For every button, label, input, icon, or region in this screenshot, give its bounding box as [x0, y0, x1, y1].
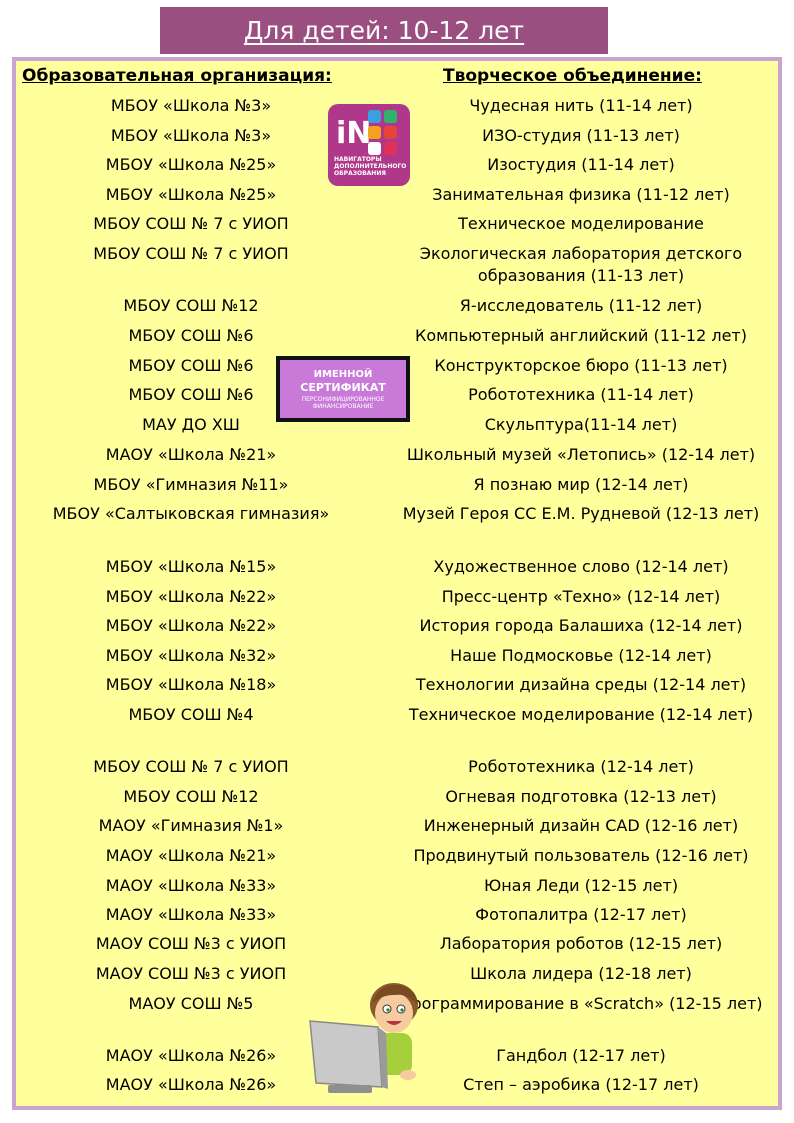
certificate-line2: СЕРТИФИКАТ: [300, 380, 386, 394]
club-name: Юная Леди (12-15 лет): [483, 876, 679, 895]
club-name: Гандбол (12-17 лет): [496, 1046, 666, 1065]
org-name: МБОУ «Школа №25»: [105, 155, 277, 174]
org-name: МБОУ СОШ № 7 с УИОП: [93, 757, 289, 776]
org-name: МАОУ «Школа №21»: [105, 445, 277, 464]
org-name: МАОУ «Школа №33»: [105, 876, 277, 895]
club-name: Пресс-центр «Техно» (12-14 лет): [441, 587, 721, 606]
mouth-shape: [386, 1021, 402, 1025]
club-name: Компьютерный английский (11-12 лет): [415, 326, 747, 345]
club-name: Скульптура(11-14 лет): [484, 415, 678, 434]
org-name: МБОУ СОШ №12: [123, 296, 259, 315]
club-name: Школьный музей «Летопись» (12-14 лет): [406, 445, 756, 464]
right-pupil: [400, 1008, 404, 1012]
org-name: МБОУ «Школа №25»: [105, 185, 277, 204]
org-name: МАОУ «Гимназия №1»: [98, 816, 284, 835]
club-name: ИЗО-студия (11-13 лет): [482, 126, 680, 145]
org-name: МБОУ СОШ №4: [128, 705, 254, 724]
org-name: МБОУ «Школа №3»: [110, 96, 272, 115]
club-name: Изостудия (11-14 лет): [487, 155, 675, 174]
logo-tile-icon: [384, 142, 397, 155]
club-name: Наше Подмосковье (12-14 лет): [450, 646, 712, 665]
club-name: Продвинутый пользователь (12-16 лет): [413, 846, 749, 865]
certificate-line3: ПЕРСОНИФИЦИРОВАННОЕ ФИНАНСИРОВАНИЕ: [301, 395, 385, 410]
logo-tile-icon: [368, 142, 381, 155]
page-title: Для детей: 10-12 лет: [243, 16, 525, 45]
club-name: Фотопалитра (12-17 лет): [475, 905, 687, 924]
org-name: МБОУ «Гимназия №11»: [93, 475, 289, 494]
content-panel: [12, 57, 782, 1110]
org-name: МАОУ СОШ №3 с УИОП: [95, 964, 287, 983]
org-name: МБОУ «Школа №3»: [110, 126, 272, 145]
org-name: МАУ ДО ХШ: [142, 415, 240, 434]
certificate-line1: ИМЕННОЙ: [313, 368, 373, 380]
org-name: МБОУ СОШ №6: [128, 326, 254, 345]
left-pupil: [386, 1008, 390, 1012]
org-name: МБОУ «Школа №18»: [105, 675, 277, 694]
org-name: МБОУ «Школа №22»: [105, 587, 277, 606]
club-name: Огневая подготовка (12-13 лет): [445, 787, 717, 806]
header-club: Творческое объединение:: [443, 66, 702, 86]
header-org: Образовательная организация:: [22, 66, 332, 86]
logo-caption: НАВИГАТОРЫ ДОПОЛНИТЕЛЬНОГО ОБРАЗОВАНИЯ: [334, 156, 407, 177]
logo-text: iN: [336, 116, 372, 151]
child-at-computer-illustration: [309, 983, 418, 1093]
org-name: МБОУ «Школа №22»: [105, 616, 277, 635]
club-name: Технологии дизайна среды (12-14 лет): [415, 675, 747, 694]
club-name: Занимательная физика (11-12 лет): [432, 185, 730, 204]
face-shape: [375, 993, 413, 1033]
club-name: Робототехника (11-14 лет): [468, 385, 694, 404]
club-name: Инженерный дизайн CAD (12-16 лет): [423, 816, 739, 835]
logo-tile-icon: [384, 110, 397, 123]
org-name: МАОУ СОШ №5: [128, 994, 254, 1013]
hair-fringe: [372, 984, 418, 1005]
club-name: Лаборатория роботов (12-15 лет): [439, 934, 723, 953]
org-name: МАОУ «Школа №26»: [105, 1046, 277, 1065]
club-name: Я познаю мир (12-14 лет): [473, 475, 689, 494]
club-name: Программирование в «Scratch» (12-15 лет): [399, 994, 763, 1013]
club-name: Конструкторское бюро (11-13 лет): [434, 356, 728, 375]
org-name: МБОУ «Салтыковская гимназия»: [52, 504, 330, 523]
certificate-card: ИМЕННОЙ СЕРТИФИКАТ ПЕРСОНИФИЦИРОВАННОЕ Ф…: [280, 360, 406, 418]
org-name: МБОУ «Школа №32»: [105, 646, 277, 665]
club-name: Техническое моделирование (12-14 лет): [408, 705, 754, 724]
logo-tile-icon: [384, 126, 397, 139]
club-name: Экологическая лаборатория детского образ…: [419, 244, 743, 285]
org-name: МБОУ СОШ №6: [128, 385, 254, 404]
monitor-stand: [328, 1085, 372, 1093]
club-name: Степ – аэробика (12-17 лет): [463, 1075, 699, 1094]
logo-tile-icon: [368, 110, 381, 123]
club-name: Школа лидера (12-18 лет): [470, 964, 692, 983]
club-name: Робототехника (12-14 лет): [468, 757, 694, 776]
title-banner: Для детей: 10-12 лет: [160, 7, 608, 54]
navigator-logo: iN НАВИГАТОРЫ ДОПОЛНИТЕЛЬНОГО ОБРАЗОВАНИ…: [328, 104, 410, 186]
club-name: История города Балашиха (12-14 лет): [419, 616, 743, 635]
org-name: МАОУ СОШ №3 с УИОП: [95, 934, 287, 953]
logo-tile-icon: [368, 126, 381, 139]
club-name: Музей Героя СС Е.М. Рудневой (12-13 лет): [402, 504, 760, 523]
club-name: Художественное слово (12-14 лет): [433, 557, 729, 576]
org-name: МБОУ СОШ № 7 с УИОП: [93, 214, 289, 233]
org-name: МАОУ «Школа №33»: [105, 905, 277, 924]
club-name: Чудесная нить (11-14 лет): [469, 96, 693, 115]
org-name: МБОУ СОШ №12: [123, 787, 259, 806]
org-name: МБОУ СОШ № 7 с УИОП: [93, 244, 289, 263]
club-name: Техническое моделирование: [458, 214, 704, 233]
org-name: МАОУ «Школа №21»: [105, 846, 277, 865]
club-name: Я-исследователь (11-12 лет): [459, 296, 703, 315]
org-name: МБОУ СОШ №6: [128, 356, 254, 375]
monitor-back: [309, 1020, 383, 1088]
monitor-side: [378, 1027, 388, 1089]
org-name: МБОУ «Школа №15»: [105, 557, 277, 576]
org-name: МАОУ «Школа №26»: [105, 1075, 277, 1094]
hand-shape: [400, 1070, 416, 1080]
certificate-badge: ИМЕННОЙ СЕРТИФИКАТ ПЕРСОНИФИЦИРОВАННОЕ Ф…: [276, 356, 410, 422]
